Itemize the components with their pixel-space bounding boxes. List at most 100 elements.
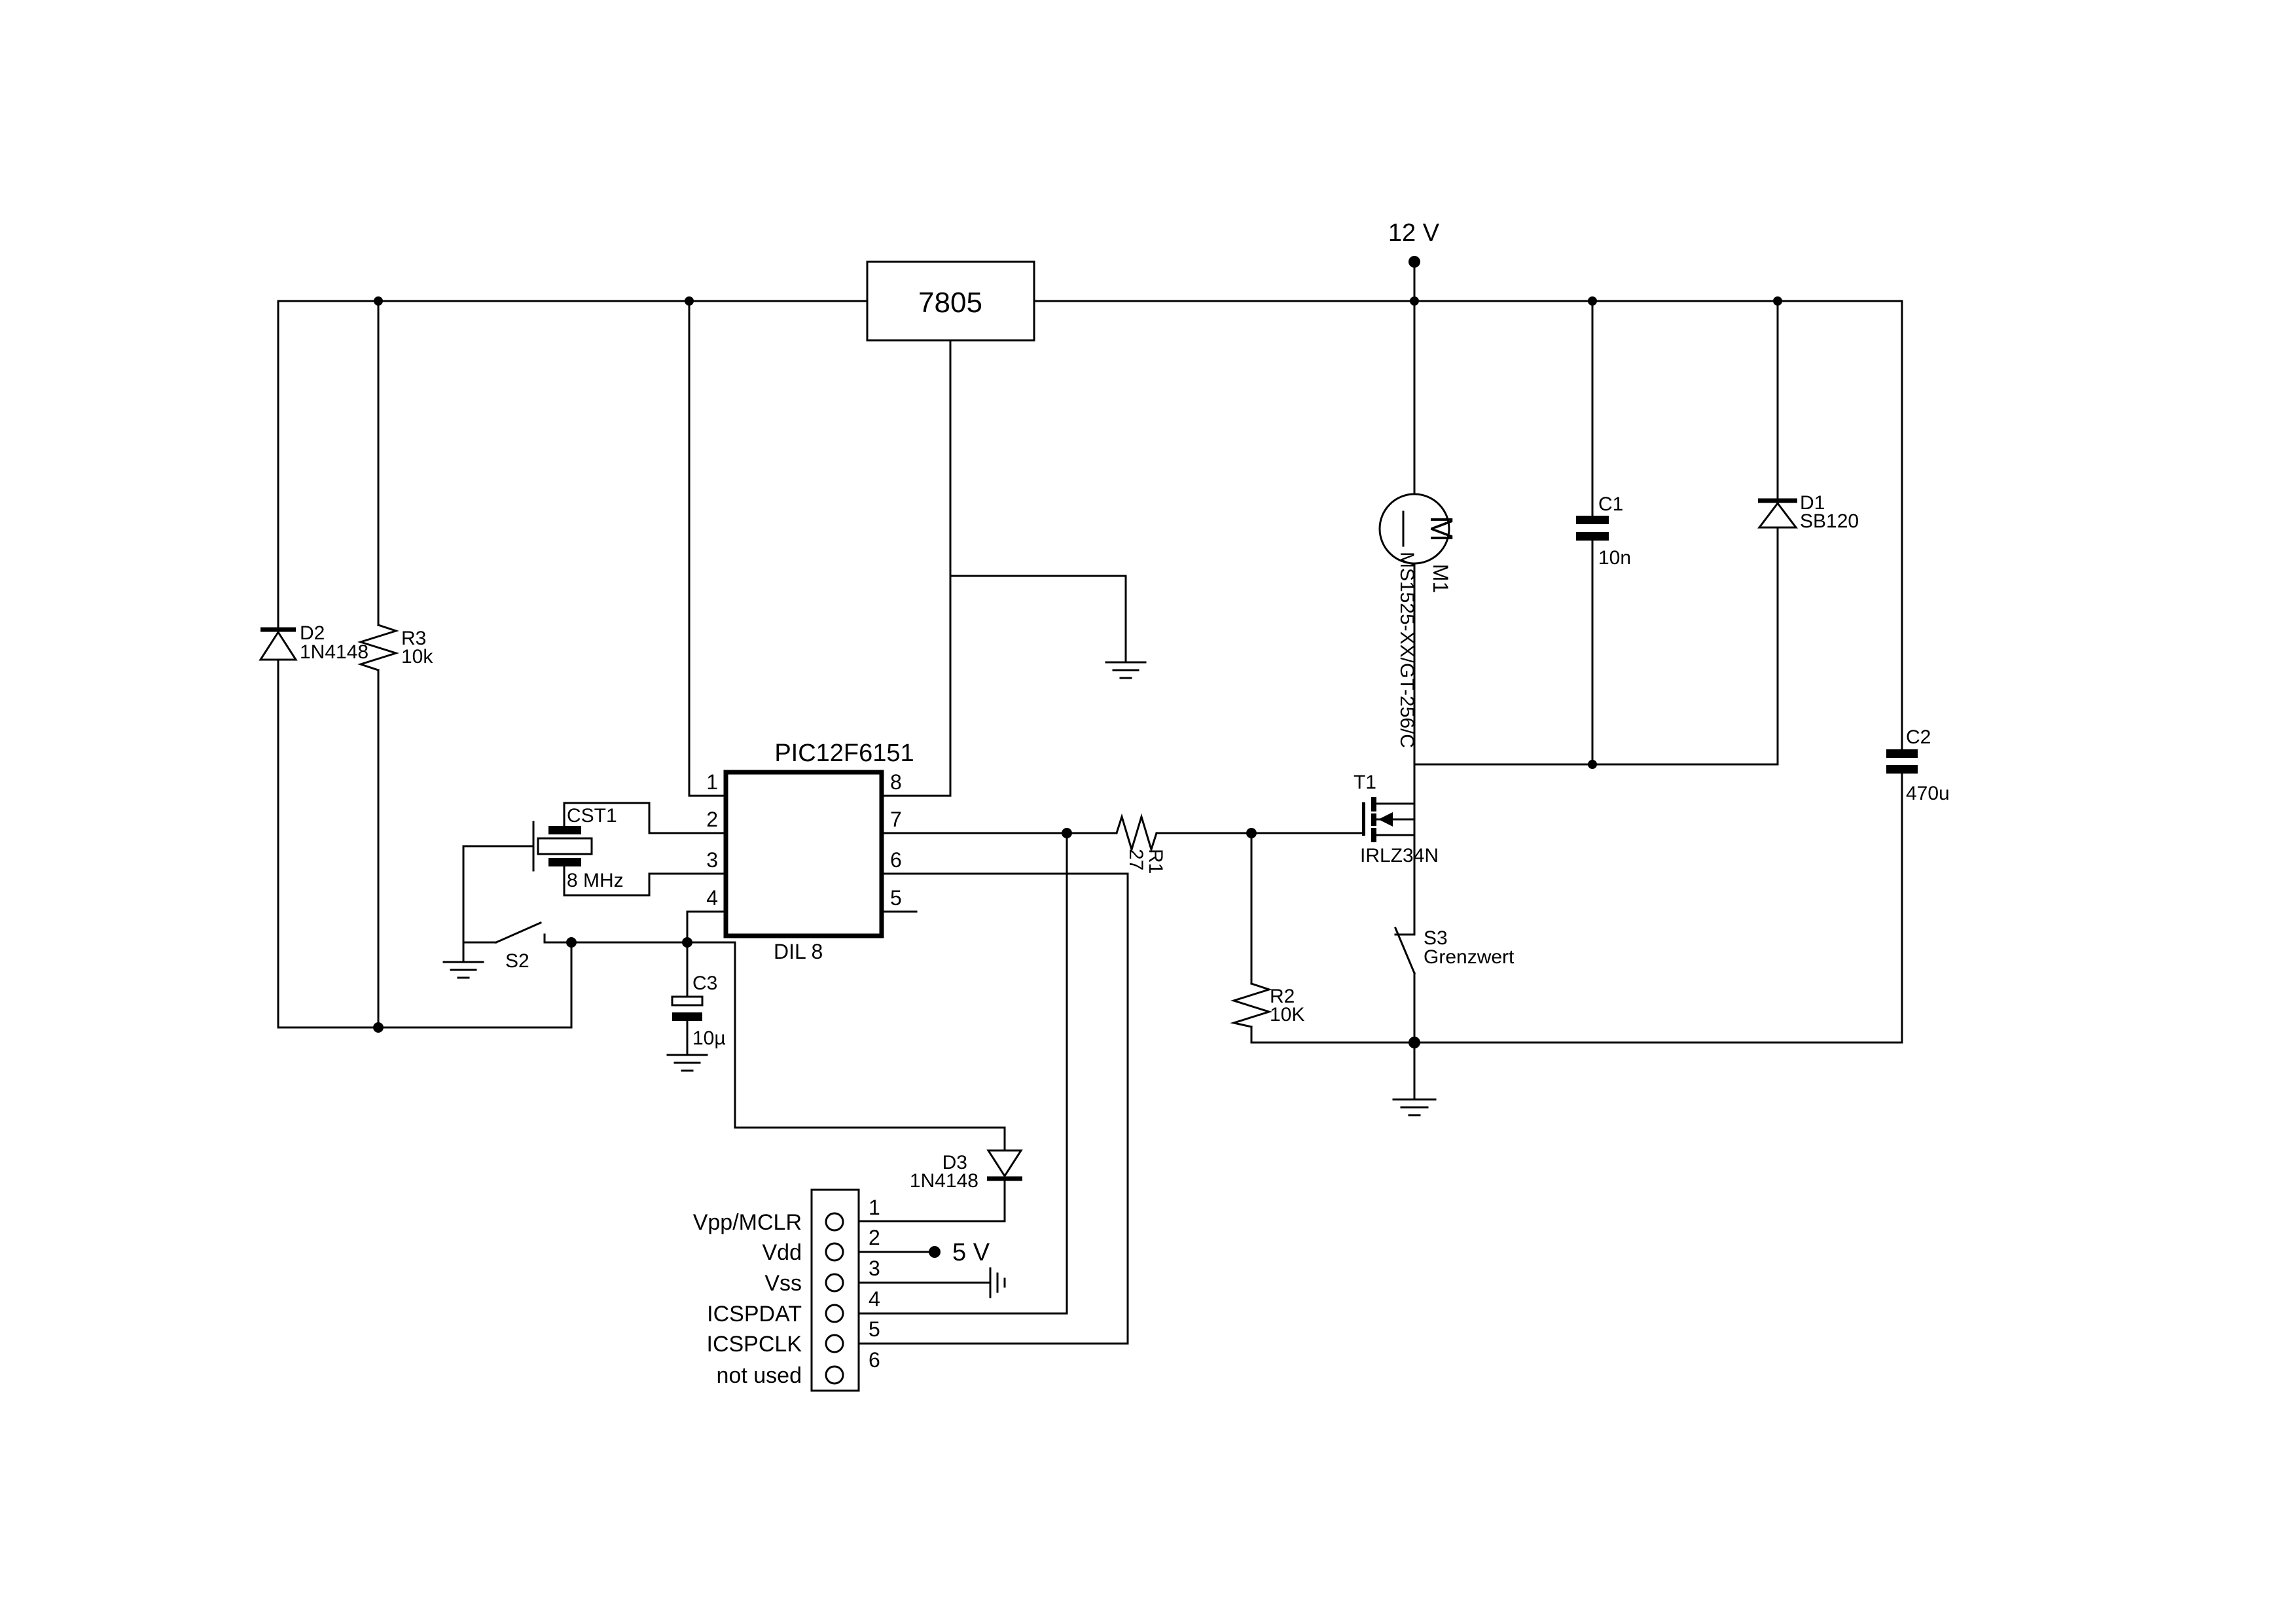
icsp-pin-number: 5 <box>869 1317 880 1341</box>
icsp-pin-circle <box>825 1365 844 1385</box>
junction-dot <box>566 937 577 948</box>
icsp-label: ICSPDAT <box>707 1302 802 1327</box>
t1-channel-seg3 <box>1371 828 1376 842</box>
wire-pin4-stub <box>686 910 727 944</box>
r1-value: 27 <box>1125 849 1147 870</box>
mcu-pin-number: 7 <box>890 808 902 831</box>
icsp-pin-number: 4 <box>869 1287 880 1311</box>
icsp-pin-circle <box>825 1334 844 1353</box>
mcu-pin-number: 8 <box>890 770 902 794</box>
junction-dot <box>374 296 383 306</box>
t1-body-arrow <box>1378 812 1393 827</box>
t1-channel-seg1 <box>1371 797 1376 812</box>
c3-plate-bottom <box>672 1012 702 1021</box>
net-icspclk <box>842 872 1129 1345</box>
d2-ref: D2 <box>300 622 325 644</box>
c2-ref: C2 <box>1906 726 1931 748</box>
d1-diode-triangle <box>1757 501 1799 529</box>
r2-value: 10K <box>1270 1004 1304 1026</box>
terminal-dot-5v <box>929 1246 941 1258</box>
s3-ref: S3 <box>1424 927 1448 949</box>
t1-value: IRLZ34N <box>1360 845 1439 866</box>
t1-channel-seg2 <box>1371 813 1376 826</box>
c2-plate-top <box>1886 749 1918 758</box>
c1-plate-bottom <box>1576 532 1609 541</box>
icsp-pin-number: 6 <box>869 1348 880 1372</box>
regulator-body <box>866 260 1035 342</box>
ground-symbol <box>442 961 484 979</box>
wire-mclr-to-d3 <box>734 941 1006 1152</box>
junction-dot <box>1408 1037 1420 1048</box>
ground-symbol <box>666 1054 708 1072</box>
net-icsp-misc <box>842 910 992 1284</box>
mcu-pin-number: 3 <box>706 848 718 872</box>
net-crystal <box>462 802 727 963</box>
label-5v: 5 V <box>952 1239 990 1266</box>
t1-gate-bar <box>1362 802 1365 836</box>
component-r1: R1 27 <box>1115 813 1166 874</box>
wire-vdd-drop <box>688 300 727 797</box>
r3-ref: R3 <box>401 628 426 649</box>
mcu-pin-number: 2 <box>706 808 718 831</box>
junction-dot <box>1410 296 1419 306</box>
r2-zigzag <box>1230 982 1272 1028</box>
wire-gnd-branch <box>949 575 1127 664</box>
r3-value: 10k <box>401 646 433 668</box>
icsp-label: Vpp/MCLR <box>693 1210 802 1235</box>
s2-blade <box>495 921 542 944</box>
component-s2: S2 <box>442 921 546 979</box>
cst1-top-plate <box>548 826 581 834</box>
cst1-ref: CST1 <box>567 805 617 827</box>
component-t1: T1 IRLZ34N <box>1354 772 1439 866</box>
net-motor-drain <box>1413 526 1779 836</box>
component-d1: D1 SB120 <box>1757 492 1859 532</box>
component-m1: M M1 MS1525-XX/GT-256/C <box>1378 493 1458 748</box>
junction-dot <box>1062 828 1072 838</box>
junction-dot <box>682 937 692 948</box>
icsp-label: ICSPCLK <box>707 1332 802 1357</box>
component-pic: PIC12F6151 DIL 8 1 2 3 4 8 7 6 5 <box>706 740 914 963</box>
d2-diode-triangle <box>259 630 298 661</box>
c3-value: 10µ <box>692 1027 726 1049</box>
r3-zigzag <box>357 624 399 671</box>
mcu-title: PIC12F6151 <box>774 740 914 767</box>
mcu-body <box>723 770 884 938</box>
d3-ref: D3 <box>942 1152 967 1173</box>
d1-ref: D1 <box>1800 492 1825 514</box>
component-7805: 7805 <box>866 260 1035 577</box>
component-c2: C2 470u <box>1886 726 1950 804</box>
r2-ref: R2 <box>1270 986 1295 1007</box>
regulator-ref: 7805 <box>918 287 982 319</box>
net-gate <box>842 832 1364 1315</box>
d3-diode-triangle <box>986 1149 1023 1178</box>
c2-value: 470u <box>1906 783 1950 804</box>
icsp-pin-circle <box>825 1304 844 1323</box>
cst1-body <box>537 837 593 855</box>
icsp-label: Vdd <box>762 1240 802 1265</box>
cst1-bottom-plate <box>548 858 581 866</box>
label-12v: 12 V <box>1388 219 1440 247</box>
m1-value: MS1525-XX/GT-256/C <box>1396 552 1418 748</box>
c3-plate-top <box>671 995 704 1007</box>
component-d3: D3 1N4148 <box>910 1149 1023 1192</box>
c1-ref: C1 <box>1598 493 1623 515</box>
wire-crystal-pin3 <box>563 865 727 897</box>
component-c1: C1 10n <box>1576 493 1631 569</box>
component-d2: D2 1N4148 <box>259 622 368 663</box>
component-r2: R2 10K <box>1230 982 1304 1028</box>
wire-d3-cathode <box>842 1179 1006 1222</box>
junction-dot <box>1773 296 1782 306</box>
ground-symbol-vss <box>989 1267 1006 1298</box>
c1-value: 10n <box>1598 547 1631 569</box>
d2-value: 1N4148 <box>300 641 368 663</box>
icsp-pin-circle <box>825 1273 844 1293</box>
s3-blade <box>1394 927 1416 974</box>
junction-dots <box>373 256 1782 1258</box>
component-icsp-connector: Vpp/MCLR Vdd Vss ICSPDAT ICSPCLK not use… <box>693 1188 880 1392</box>
icsp-pin-number: 3 <box>869 1257 880 1280</box>
net-5v-rail <box>277 300 869 1029</box>
icsp-pin-circle <box>825 1212 844 1232</box>
d3-value: 1N4148 <box>910 1170 978 1192</box>
c2-plate-bottom <box>1886 765 1918 774</box>
icsp-label: Vss <box>764 1271 802 1296</box>
